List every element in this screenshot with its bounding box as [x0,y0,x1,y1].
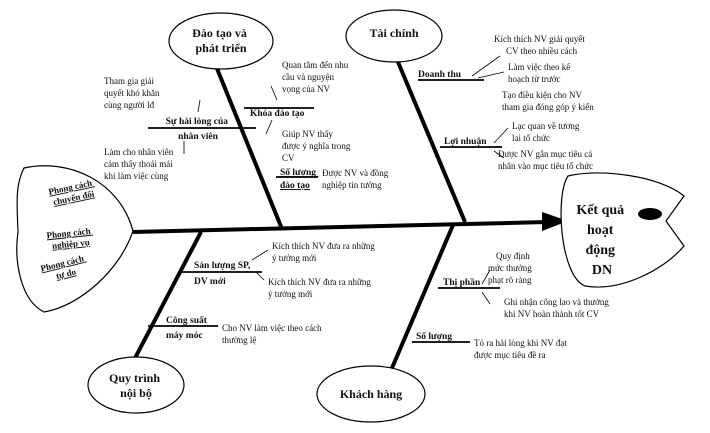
connector-kich-thich-1 [251,249,269,261]
connector-duoc-nv-gan [493,150,505,159]
connector-kich-thich-2 [255,271,265,281]
note-duoc-nv-gan: Được NV gắn mục tiêu cá nhân vào mục tiê… [498,149,594,171]
bone-tai-chinh [396,61,467,223]
branch-su-hai-long: Sự hài lòng của nhân viên [166,117,231,142]
branch-cong-suat: Công suất máy móc [166,315,209,341]
category-khach-hang-ellipse [316,365,426,423]
note-lam-viec: Làm việc theo kế hoạch từ trước [508,62,572,84]
branch-loi-nhuan: Lợi nhuận [444,137,487,147]
branch-doanh-thu: Doanh thu [418,70,462,80]
effect-title: Kết quả hoạt động DN [576,203,627,278]
note-lac-quan: Lạc quan về tương lai tổ chức [512,121,582,143]
connector-su-hai-long-1 [197,99,201,113]
category-khach-hang: Khách hàng [340,387,402,401]
note-quan-tam: Quan tâm đến nhu cầu và nguyện vọng của … [282,60,350,94]
spine-arrowhead [542,212,568,231]
note-kich-thich-gq: Kích thích NV giải quyết CV theo nhiều c… [494,34,587,56]
branch-san-luong: Sản lượng SP, DV mới [194,261,253,287]
connector-lam-viec [477,71,505,79]
category-dao-tao-ellipse [168,12,274,70]
connector-kich-thich-gq [471,55,501,77]
branch-so-luong-kh: Số lượng [416,331,452,342]
category-quy-trinh: Quy trình nội bộ [109,371,163,400]
category-dao-tao: Đào tạo và phát triển [192,26,250,55]
bone-khach-hang [390,224,455,369]
main-spine [132,220,549,234]
category-quy-trinh-ellipse [87,356,185,414]
connector-ghi-nhan [481,291,491,305]
connector-lac-quan [493,127,509,144]
branch-thi-phan: Thị phần [443,277,481,288]
note-ghi-nhan: Ghi nhận công lao và thưởng khi NV hoàn … [504,297,611,319]
branch-so-luong-dao-tao: Số lượng đào tạo [280,167,318,191]
tail-label-2: Phong cách nghiệp vụ [46,226,94,252]
fish-head-shape [560,172,685,288]
fish-eye [638,208,662,220]
note-kich-thich-1: Kích thích NV đưa ra những ý tưởng mới [272,241,377,263]
bone-quy-trinh [132,231,203,361]
note-tao-dieu-kien: Tạo điều kiện cho NV tham gia đóng góp ý… [502,90,594,112]
note-giup-nv: Giúp NV thấy được ý nghĩa trong CV [282,129,353,163]
connector-quan-tam [270,85,278,101]
note-to-ra: Tỏ ra hài lòng khi NV đạt được mục tiêu … [474,338,569,360]
connector-quy-dinh [481,269,491,285]
fish-tail-shape [16,165,134,313]
note-tham-gia: Tham gia giải quyết khó khăn cùng người … [104,76,162,110]
category-tai-chinh-ellipse [345,9,443,63]
category-tai-chinh: Tài chính [369,26,418,40]
bone-dao-tao [214,65,284,230]
note-quy-dinh: Quy định mức thưởng phạt rõ ràng [488,251,534,285]
note-duoc-nv: Được NV và đồng nghiệp tin tưởng [322,168,390,190]
note-kich-thich-2: Kích thích NV đưa ra những ý tưởng mới [268,277,373,299]
note-cho-nv: Cho NV làm việc theo cách thường lệ [222,323,324,345]
branch-khoa-dao-tao: Khóa đào tạo [250,109,305,119]
note-lam-cho: Làm cho nhân viên cảm thấy thoải mái khi… [104,147,175,181]
connector-giup-nv [265,119,273,135]
